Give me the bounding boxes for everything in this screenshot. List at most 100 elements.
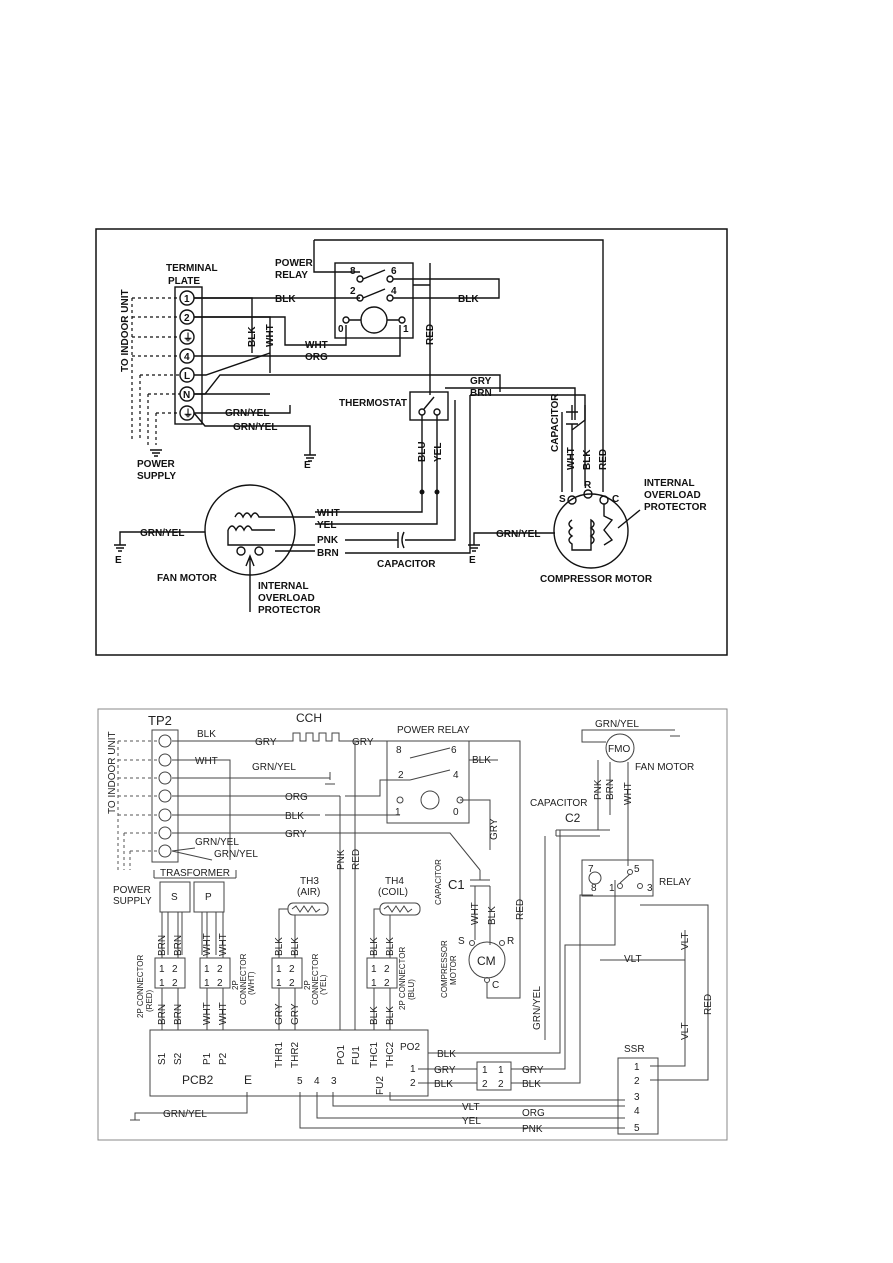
svg-text:2: 2 [172, 964, 178, 975]
pcb-fu2: FU2 [375, 1076, 386, 1095]
trasformer-label: TRASFORMER [160, 868, 230, 879]
wire-grn-yel-2a: GRN/YEL [252, 762, 296, 773]
ssr-2: 2 [634, 1076, 640, 1087]
terminal-earth-1: ⏚ [183, 332, 193, 344]
comp-terminal-c: C [612, 494, 619, 505]
wire-blk-comp: BLK [582, 449, 593, 470]
conn-red-label-1: 2P CONNECTOR [136, 955, 145, 1018]
thermostat-box [409, 391, 449, 421]
comp-capacitor-symbol [566, 405, 578, 430]
comp-overload-label-2: OVERLOAD [644, 490, 701, 501]
thermostat-label: THERMOSTAT [339, 398, 407, 409]
wire-vlt-ssr: VLT [680, 1022, 691, 1040]
relay2-contact-2: 2 [398, 770, 404, 781]
conn-yel-label-2: CONNECTOR [311, 953, 320, 1005]
wire-gry-2b: GRY [352, 737, 374, 748]
wire-brn-c3: BRN [157, 1004, 168, 1025]
th3-label-1: TH3 [300, 876, 319, 887]
fan-motor-coil-1 [234, 512, 285, 519]
pcb-fu1: FU1 [351, 1046, 362, 1065]
relay2-contact-4: 4 [453, 770, 459, 781]
svg-text:2: 2 [217, 978, 223, 989]
terminal-1: 1 [184, 294, 190, 305]
pcb-thc2: THC2 [385, 1041, 396, 1068]
wire-blk-3: BLK [247, 326, 258, 347]
fan-motor-2-label: FAN MOTOR [635, 762, 694, 773]
wire-brn-fmo: BRN [605, 779, 616, 800]
conn-wht-label-1: 2P [231, 980, 240, 990]
power-supply-2-label-1: POWER [113, 885, 151, 896]
diagram-1-frame [95, 228, 728, 656]
ssr-label: SSR [624, 1044, 645, 1055]
relay-switches [342, 269, 406, 334]
power-supply-label-2: SUPPLY [137, 471, 176, 482]
pcb-4: 4 [314, 1076, 320, 1087]
fmo-label: FMO [608, 744, 630, 755]
wire-wht-comp: WHT [566, 447, 577, 470]
transformer-p [193, 881, 225, 913]
wire-wht-c2: WHT [218, 933, 229, 956]
svg-text:1: 1 [371, 978, 377, 989]
relay-3: 3 [647, 883, 653, 894]
relay-7: 7 [588, 864, 594, 875]
terminal-plate-label-1: TERMINAL [166, 263, 218, 274]
relay2-contact-0: 0 [453, 807, 459, 818]
earth-label-1: E [304, 460, 311, 471]
pcb2-board [149, 1029, 429, 1097]
svg-text:2: 2 [384, 964, 390, 975]
wire-org: ORG [305, 352, 328, 363]
cm-label: CM [477, 954, 496, 968]
cm-r: R [507, 936, 514, 947]
th4-sensor [379, 902, 421, 916]
ssr-3: 3 [634, 1092, 640, 1103]
comp-terminal-s: S [559, 494, 566, 505]
ssr-box [617, 1057, 659, 1135]
relay-contact-4: 4 [391, 286, 397, 297]
wire-blk-c4: BLK [385, 937, 396, 956]
cch-label: CCH [296, 711, 322, 725]
wire-yel-pcb: YEL [462, 1116, 481, 1127]
earth-label-3: E [469, 555, 476, 566]
wire-blk-c3: BLK [369, 937, 380, 956]
conn-red-label-2: (RED) [145, 989, 154, 1012]
svg-text:2: 2 [217, 964, 223, 975]
relay-box [581, 859, 654, 897]
wire-grn-yel-c2: GRN/YEL [532, 986, 543, 1030]
wire-grn-yel-1: GRN/YEL [225, 408, 269, 419]
earth-label-2: E [115, 555, 122, 566]
cch-heater [285, 732, 350, 742]
svg-text:1: 1 [276, 978, 282, 989]
wire-pnk-2a: PNK [336, 849, 347, 870]
wire-brn-c4: BRN [173, 1004, 184, 1025]
pcb-s1: S1 [157, 1052, 168, 1065]
comp-overload-label-3: PROTECTOR [644, 502, 707, 513]
terminal-4: 4 [184, 352, 190, 363]
wire-brn-c2: BRN [173, 935, 184, 956]
conn-blu-label-1: 2P CONNECTOR [398, 947, 407, 1010]
conn-wht-label-2: CONNECTOR [239, 953, 248, 1005]
fan-overload-label-3: PROTECTOR [258, 605, 321, 616]
ssr-1: 1 [634, 1062, 640, 1073]
fmo-motor [605, 733, 635, 763]
svg-text:1: 1 [159, 978, 165, 989]
wire-red-comp: RED [598, 449, 609, 470]
tp2-terminals [158, 734, 172, 858]
wire-gry-c2: GRY [290, 1003, 301, 1025]
compressor-motor-2-label-1: COMPRESSOR [440, 940, 449, 998]
terminal-earth-2: ⏚ [183, 408, 193, 420]
supply-ground-symbol [150, 449, 162, 457]
th4-label-1: TH4 [385, 876, 404, 887]
fan-capacitor-leads [345, 400, 456, 541]
svg-text:2: 2 [482, 1079, 488, 1090]
wire-blk-c5: BLK [369, 1006, 380, 1025]
wire-grn-yel-comp: GRN/YEL [496, 529, 540, 540]
compressor-motor-label: COMPRESSOR MOTOR [540, 574, 653, 585]
pcb-1: 1 [410, 1064, 416, 1075]
terminal-2: 2 [184, 313, 190, 324]
relay-contact-6: 6 [391, 266, 397, 277]
wire-blk-pcb2: BLK [522, 1079, 541, 1090]
